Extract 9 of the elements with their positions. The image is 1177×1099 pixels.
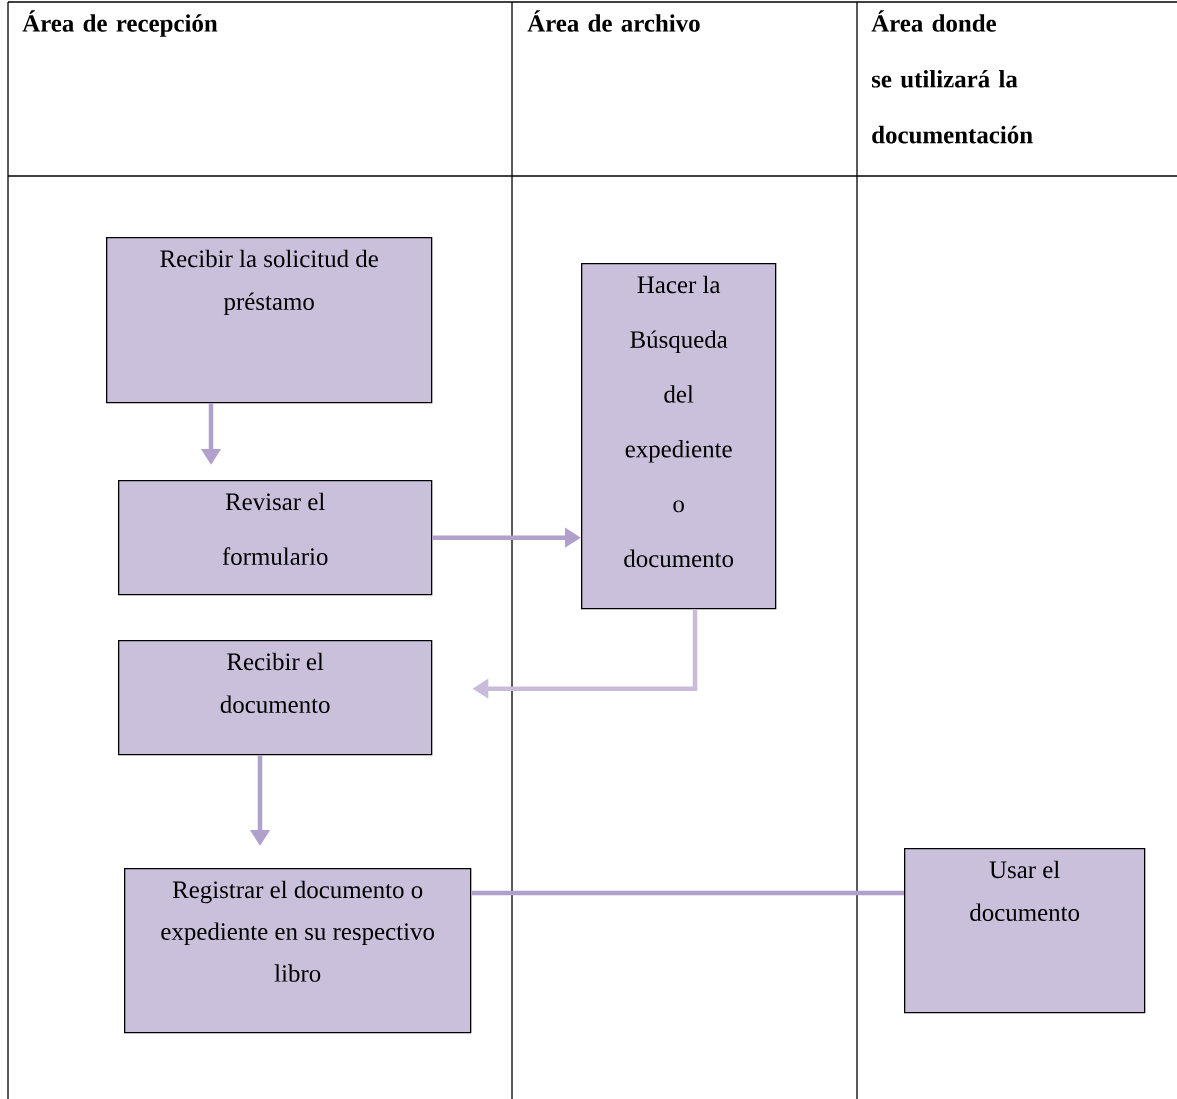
process-box: Hacer la Búsqueda del expediente o documento	[581, 263, 777, 610]
column-header: Área donde se utilizará la documentación	[871, 10, 1033, 144]
process-box: Registrar el documento o expediente en su respectivo libro	[124, 868, 472, 1034]
process-box: Recibir la solicitud de préstamo	[106, 237, 433, 404]
process-box: Usar el documento	[904, 848, 1146, 1014]
process-box: Revisar el formulario	[118, 480, 433, 596]
column-header: Área de archivo	[527, 10, 700, 32]
process-box: Recibir el documento	[118, 640, 433, 756]
column-header: Área de recepción	[22, 10, 218, 37]
